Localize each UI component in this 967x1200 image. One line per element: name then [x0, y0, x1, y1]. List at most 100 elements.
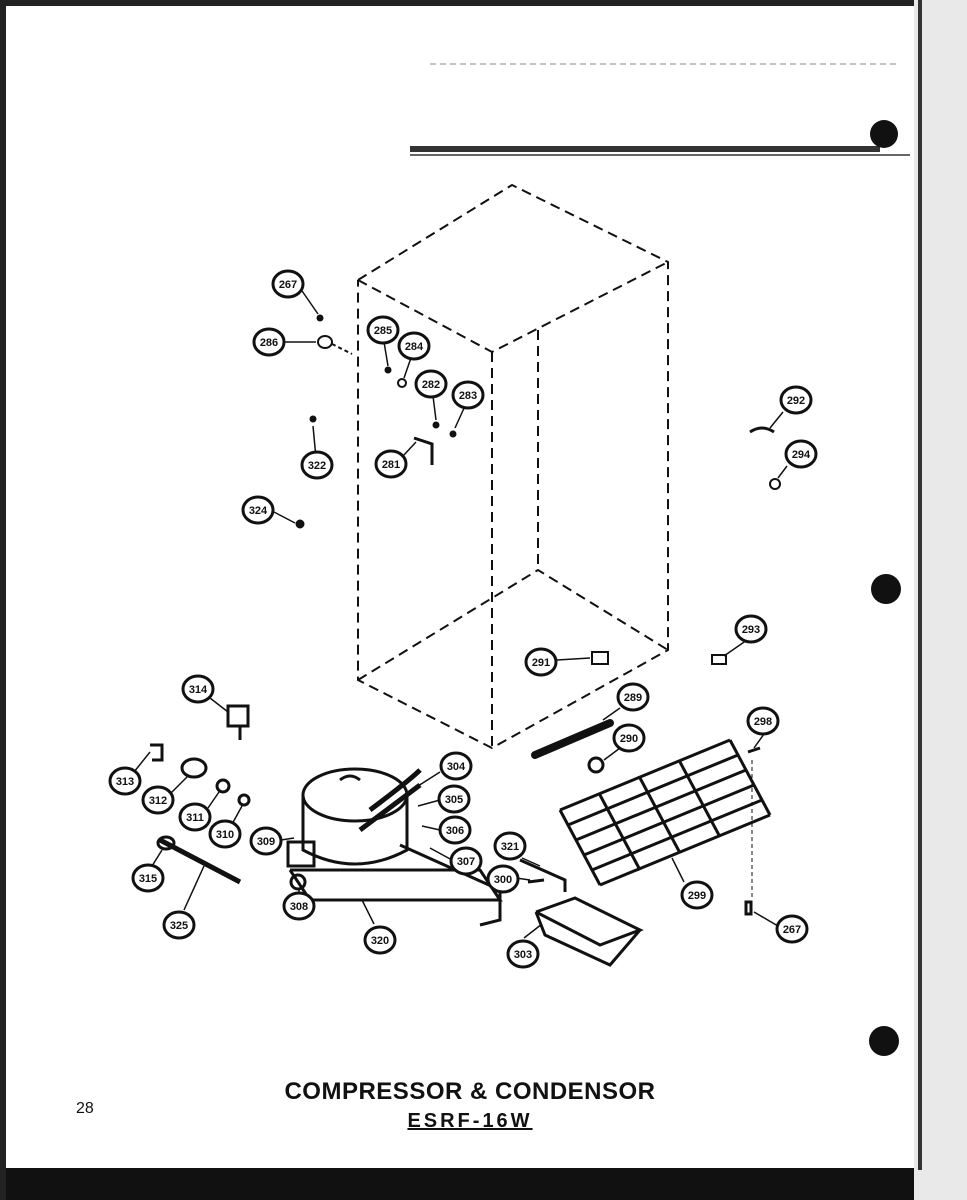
callout-label: 308	[290, 901, 308, 913]
callout-label: 311	[186, 812, 204, 824]
callout-circle	[524, 647, 558, 677]
callout-label: 298	[754, 716, 772, 728]
callout-label: 291	[532, 657, 550, 669]
callout-label: 290	[620, 733, 638, 745]
callout-305: 305	[437, 784, 471, 814]
callout-circle	[779, 385, 813, 415]
callout-circle	[734, 614, 768, 644]
callout-label: 293	[742, 624, 760, 636]
callout-circle	[271, 269, 305, 299]
callout-283: 283	[451, 380, 485, 410]
callout-circle	[162, 910, 196, 940]
callout-label: 315	[139, 873, 157, 885]
callout-circle	[363, 925, 397, 955]
callout-293: 293	[734, 614, 768, 644]
callout-300: 300	[486, 864, 520, 894]
callout-label: 310	[216, 829, 234, 841]
callout-314: 314	[181, 674, 215, 704]
callout-group: 2672862852842822832813223242922942932912…	[108, 269, 818, 969]
callout-label: 320	[371, 935, 389, 947]
callout-label: 286	[260, 337, 278, 349]
callout-circle	[108, 766, 142, 796]
callout-label: 305	[445, 794, 463, 806]
callout-290: 290	[612, 723, 646, 753]
callout-label: 321	[501, 841, 519, 853]
callout-circle	[616, 682, 650, 712]
callout-267: 267	[271, 269, 305, 299]
callout-circle	[252, 327, 286, 357]
callout-circle	[784, 439, 818, 469]
callout-label: 267	[279, 279, 297, 291]
callout-label: 292	[787, 395, 805, 407]
callout-285: 285	[366, 315, 400, 345]
callout-label: 325	[170, 920, 188, 932]
callout-label: 307	[457, 856, 475, 868]
callout-312: 312	[141, 785, 175, 815]
callout-circle	[141, 785, 175, 815]
condenser-parts	[519, 719, 772, 967]
callout-circle	[439, 751, 473, 781]
callout-circle	[506, 939, 540, 969]
callout-circle	[397, 331, 431, 361]
callout-298: 298	[746, 706, 780, 736]
callout-308: 308	[282, 891, 316, 921]
left-small-parts	[150, 704, 251, 885]
callout-label: 314	[189, 684, 208, 696]
callout-circle	[680, 880, 714, 910]
compressor-assembly	[286, 767, 503, 927]
page-title: COMPRESSOR & CONDENSOR	[284, 1078, 656, 1105]
callout-320: 320	[363, 925, 397, 955]
callout-label: 285	[374, 325, 392, 337]
callout-circle	[493, 831, 527, 861]
cabinet-outline	[357, 183, 669, 750]
callout-label: 284	[405, 341, 424, 353]
callout-291: 291	[524, 647, 558, 677]
callout-circle	[300, 450, 334, 480]
condenser-coil	[558, 738, 772, 887]
callout-label: 304	[447, 761, 466, 773]
callout-circle	[746, 706, 780, 736]
callout-label: 306	[446, 825, 464, 837]
callout-307: 307	[449, 846, 483, 876]
callout-309: 309	[249, 826, 283, 856]
callout-circle	[451, 380, 485, 410]
callout-281: 281	[374, 449, 408, 479]
callout-circle	[249, 826, 283, 856]
callout-label: 283	[459, 390, 477, 402]
callout-circle	[181, 674, 215, 704]
callout-292: 292	[779, 385, 813, 415]
callout-label: 309	[257, 836, 275, 848]
cabinet-hardware	[295, 314, 781, 665]
callout-circle	[486, 864, 520, 894]
callout-label: 303	[514, 949, 532, 961]
callout-label: 312	[149, 795, 167, 807]
callout-circle	[374, 449, 408, 479]
callout-circle	[241, 495, 275, 525]
callout-322: 322	[300, 450, 334, 480]
model-number: ESRF-16W	[407, 1110, 533, 1132]
callout-circle	[612, 723, 646, 753]
callout-label: 299	[688, 890, 706, 902]
callout-circle	[282, 891, 316, 921]
callout-label: 313	[116, 776, 134, 788]
callout-label: 324	[249, 505, 268, 517]
callout-286: 286	[252, 327, 286, 357]
callout-311: 311	[178, 802, 212, 832]
callout-324: 324	[241, 495, 275, 525]
callout-label: 282	[422, 379, 440, 391]
callout-circle	[775, 914, 809, 944]
callout-circle	[438, 815, 472, 845]
callout-label: 281	[382, 459, 400, 471]
callout-299: 299	[680, 880, 714, 910]
callout-303: 303	[506, 939, 540, 969]
callout-circle	[208, 819, 242, 849]
callout-313: 313	[108, 766, 142, 796]
callout-circle	[131, 863, 165, 893]
callout-label: 267	[783, 924, 801, 936]
callout-325: 325	[162, 910, 196, 940]
callout-304: 304	[439, 751, 473, 781]
callout-label: 289	[624, 692, 642, 704]
page-number: 28	[76, 1100, 94, 1117]
